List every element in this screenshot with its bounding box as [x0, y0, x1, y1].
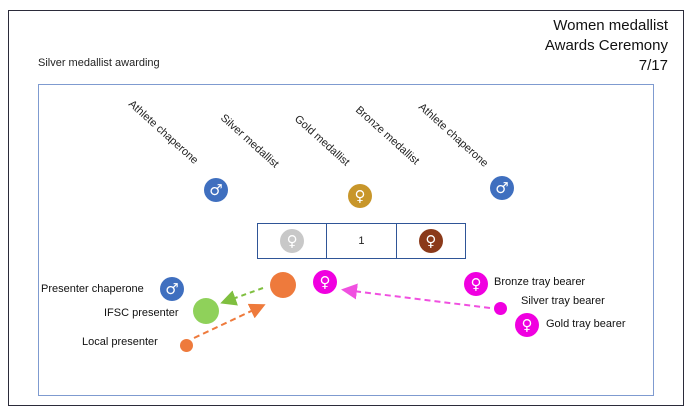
ifsc-presenter-marker [193, 298, 219, 324]
female-symbol-icon: ♀ [418, 229, 443, 253]
arrow-local-presenter-to-silver [193, 303, 266, 339]
label-silver-tray-bearer: Silver tray bearer [521, 295, 605, 307]
silver-tray-bearer-marker [494, 302, 507, 315]
podium-silver-place: ♀ [258, 224, 328, 258]
label-presenter-chaperone: Presenter chaperone [41, 283, 144, 295]
podium-bronze-place: ♀ [397, 224, 465, 258]
ceremony-stage [38, 84, 654, 396]
arrow-ifsc-to-silver [220, 287, 264, 306]
label-ifsc-presenter: IFSC presenter [104, 307, 179, 319]
page-number: 7/17 [638, 57, 668, 74]
female-symbol-icon: ♀ [348, 184, 372, 208]
label-gold-tray-bearer: Gold tray bearer [546, 318, 626, 330]
local-presenter-marker [180, 339, 193, 352]
label-local-presenter: Local presenter [82, 336, 158, 348]
female-symbol-icon: ♀ [464, 272, 488, 296]
podium-gold-place: 1 [327, 224, 397, 258]
label-bronze-tray-bearer: Bronze tray bearer [494, 276, 586, 288]
section-subtitle: Silver medallist awarding [38, 57, 160, 69]
female-symbol-icon: ♀ [280, 229, 305, 253]
title-line-2: Awards Ceremony [544, 37, 668, 54]
presenter-position-marker [270, 272, 296, 298]
arrow-silver-tray-to-presenter [341, 283, 491, 309]
title-line-1: Women medallist [553, 17, 668, 34]
male-symbol-icon: ♂ [490, 176, 514, 200]
podium: ♀ 1 ♀ [257, 223, 466, 259]
slide-frame [8, 10, 684, 406]
male-symbol-icon: ♂ [204, 178, 228, 202]
male-symbol-icon: ♂ [160, 277, 184, 301]
female-symbol-icon: ♀ [313, 270, 337, 294]
ceremony-title: Women medallist Awards Ceremony 7/17 [545, 16, 668, 76]
female-symbol-icon: ♀ [515, 313, 539, 337]
